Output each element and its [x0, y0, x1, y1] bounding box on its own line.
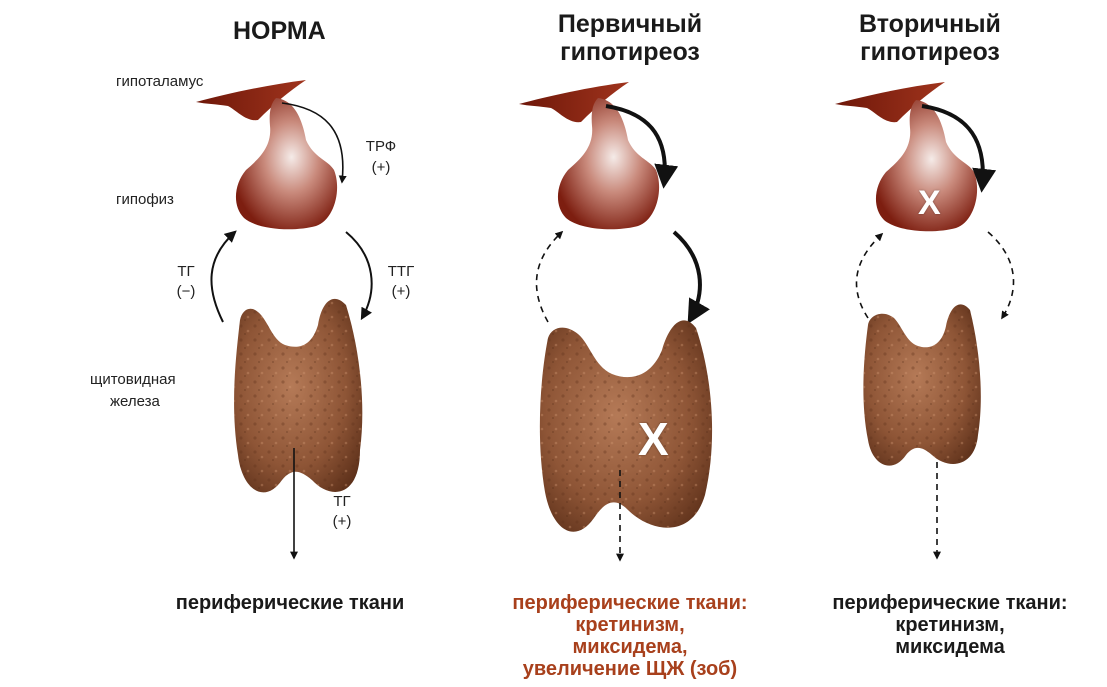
label-thyroid-line2: железа: [110, 392, 160, 411]
label-thyroid-line1: щитовидная: [90, 370, 176, 389]
column-secondary: [835, 82, 1014, 558]
tg-feedback-arrow-weak: [536, 232, 562, 322]
label-pituitary: гипофиз: [116, 190, 174, 209]
ttg-arrow: [346, 232, 372, 318]
tg-feedback-arrow-weak: [856, 234, 882, 318]
output-primary-line4: увеличение ЩЖ (зоб): [470, 658, 790, 680]
column-title-secondary-line1: Вторичный: [820, 10, 1040, 38]
column-title-primary-line2: гипотиреоз: [520, 38, 740, 66]
label-trf: ТРФ: [356, 137, 406, 156]
label-tg-output-sign: (+): [322, 512, 362, 531]
label-trf-sign: (+): [356, 158, 406, 177]
output-secondary-line3: миксидема: [800, 636, 1100, 658]
column-title-normal: НОРМА: [233, 17, 326, 45]
block-mark-pituitary: X: [918, 184, 941, 223]
label-tg-feedback: ТГ: [166, 262, 206, 281]
output-secondary-line2: кретинизм,: [800, 614, 1100, 636]
column-title-secondary-line2: гипотиреоз: [820, 38, 1040, 66]
output-primary-line2: кретинизм,: [470, 614, 790, 636]
column-title-primary-line1: Первичный: [520, 10, 740, 38]
ttg-arrow-strong: [674, 232, 700, 320]
column-normal: [196, 80, 372, 558]
output-primary-line1: периферические ткани:: [470, 592, 790, 614]
label-ttg: ТТГ: [376, 262, 426, 281]
output-secondary-line1: периферические ткани:: [800, 592, 1100, 614]
label-tg-output: ТГ: [322, 492, 362, 511]
label-ttg-sign: (+): [376, 282, 426, 301]
ttg-arrow-weak: [988, 232, 1014, 318]
tg-feedback-arrow: [211, 232, 235, 322]
output-primary-line3: миксидема,: [470, 636, 790, 658]
block-mark-thyroid: X: [638, 412, 669, 466]
column-primary: [519, 82, 712, 560]
label-hypothalamus: гипоталамус: [116, 72, 203, 91]
output-normal: периферические ткани: [140, 592, 440, 614]
label-tg-feedback-sign: (−): [166, 282, 206, 301]
